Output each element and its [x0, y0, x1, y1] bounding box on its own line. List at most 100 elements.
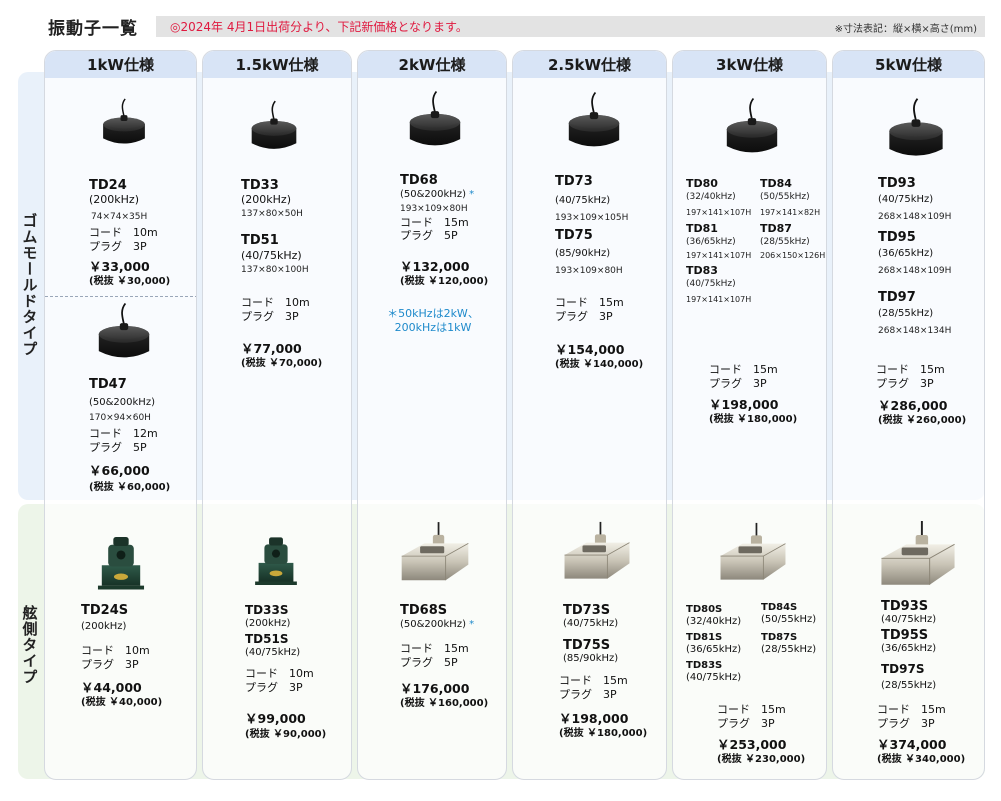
- cord-td24: コード 10m: [89, 226, 158, 239]
- price-3kw-side: ￥253,000: [717, 737, 787, 752]
- freq-td24s: (200kHz): [81, 621, 127, 632]
- column-header-1-5kw: 1.5kW仕様: [203, 51, 351, 78]
- price-1-5kw-side: ￥99,000: [245, 711, 306, 726]
- freq-td33s: (200kHz): [245, 618, 291, 629]
- plug-1-5kw: プラグ 3P: [241, 310, 299, 323]
- model-td81s: TD81S: [686, 632, 723, 643]
- cord-td47: コード 12m: [89, 427, 158, 440]
- plug-2-5kw-side: プラグ 3P: [559, 688, 617, 701]
- freq-td97: (28/55kHz): [878, 308, 934, 319]
- transducer-td93s-image: [880, 521, 956, 586]
- freq-td73s: (40/75kHz): [563, 618, 619, 629]
- freq-td80: (32/40kHz): [686, 192, 736, 202]
- tax-td47: (税抜 ￥60,000): [89, 482, 171, 493]
- model-td75: TD75: [555, 228, 593, 243]
- cord-1-5kw: コード 10m: [241, 296, 310, 309]
- dims-td97: 268×148×134H: [878, 326, 952, 336]
- price-notice: ◎2024年 4月1日出荷分より、下記新価格となります。: [170, 20, 468, 34]
- transducer-td68s-image: [400, 521, 470, 582]
- price-1-5kw: ￥77,000: [241, 341, 302, 356]
- cord-2-5kw: コード 15m: [555, 296, 624, 309]
- plug-td24: プラグ 3P: [89, 240, 147, 253]
- freq-td73: (40/75kHz): [555, 195, 611, 206]
- column-5kw: 5kW仕様 TD93 (40/75kHz) 268×148×109H TD95 …: [832, 50, 985, 780]
- dims-td33: 137×80×50H: [241, 209, 303, 219]
- freq-td95: (36/65kHz): [878, 248, 934, 259]
- tax-3kw-side: (税抜 ￥230,000): [717, 754, 806, 765]
- dims-td81: 197×141×107H: [686, 251, 752, 260]
- page-title: 振動子一覧: [48, 19, 138, 39]
- model-td83s: TD83S: [686, 660, 723, 671]
- model-td24s: TD24S: [81, 603, 129, 618]
- price-3kw: ￥198,000: [709, 397, 779, 412]
- transducer-td73s-image: [563, 521, 631, 580]
- model-td83: TD83: [686, 264, 718, 277]
- cord-td68s: コード 15m: [400, 642, 469, 655]
- transducer-td24s-image: [97, 537, 145, 590]
- dims-td68: 193×109×80H: [400, 204, 468, 214]
- plug-td68s: プラグ 5P: [400, 656, 458, 669]
- dims-td87: 206×150×126H: [760, 251, 826, 260]
- cord-5kw-side: コード 15m: [877, 703, 946, 716]
- freq-td75: (85/90kHz): [555, 248, 611, 259]
- model-td93: TD93: [878, 176, 916, 191]
- row-label-side: 舷側タイプ: [20, 605, 39, 685]
- column-header-2kw: 2kW仕様: [358, 51, 506, 78]
- model-td97: TD97: [878, 290, 916, 305]
- dimension-note: ※寸法表記：縦×横×高さ(mm): [834, 24, 977, 35]
- tax-1-5kw-side: (税抜 ￥90,000): [245, 729, 327, 740]
- plug-3kw-side: プラグ 3P: [717, 717, 775, 730]
- model-td97s: TD97S: [881, 662, 925, 676]
- freq-td81: (36/65kHz): [686, 237, 736, 247]
- model-td47: TD47: [89, 377, 127, 392]
- column-3kw: 3kW仕様 TD80 (32/40kHz) 197×141×107H TD84 …: [672, 50, 827, 780]
- column-1kw: 1kW仕様 TD24 (200kHz) 74×74×35H コード 10m プラ…: [44, 50, 197, 780]
- freq-td97s: (28/55kHz): [881, 680, 937, 691]
- freq-td93: (40/75kHz): [878, 194, 934, 205]
- cord-td24s: コード 10m: [81, 644, 150, 657]
- cord-2-5kw-side: コード 15m: [559, 674, 628, 687]
- asterisk-mark: *: [469, 189, 475, 200]
- freq-td24: (200kHz): [89, 193, 139, 206]
- freq-td84: (50/55kHz): [760, 192, 810, 202]
- model-td81: TD81: [686, 222, 718, 235]
- freq-td47: (50&200kHz): [89, 397, 155, 408]
- plug-td24s: プラグ 3P: [81, 658, 139, 671]
- tax-td68: (税抜 ￥120,000): [400, 276, 489, 287]
- price-td68s: ￥176,000: [400, 681, 470, 696]
- model-td84s: TD84S: [761, 602, 798, 613]
- model-td68: TD68: [400, 173, 438, 188]
- asterisk-mark: *: [469, 619, 475, 630]
- dims-td75: 193×109×80H: [555, 266, 623, 276]
- transducer-td80-image: [725, 97, 779, 154]
- column-header-3kw: 3kW仕様: [673, 51, 826, 78]
- tax-td24: (税抜 ￥30,000): [89, 276, 171, 287]
- freq-td80s: (32/40kHz): [686, 616, 742, 627]
- freq-td68s: (50&200kHz) *: [400, 619, 475, 630]
- freq-td51s: (40/75kHz): [245, 647, 301, 658]
- tax-td24s: (税抜 ￥40,000): [81, 697, 163, 708]
- row-label-rubber: ゴムモールドタイプ: [20, 213, 39, 357]
- transducer-td93-image: [888, 97, 944, 157]
- freq-td81s: (36/65kHz): [686, 644, 742, 655]
- freq-td87: (28/55kHz): [760, 237, 810, 247]
- power-footnote: ＊50kHzは2kW、200kHzは1kW: [387, 307, 479, 334]
- model-td51s: TD51S: [245, 632, 289, 646]
- tax-td68s: (税抜 ￥160,000): [400, 698, 489, 709]
- freq-td33: (200kHz): [241, 193, 291, 206]
- dims-td47: 170×94×60H: [89, 413, 151, 423]
- tax-2-5kw: (税抜 ￥140,000): [555, 359, 644, 370]
- plug-td68: プラグ 5P: [400, 229, 458, 242]
- plug-td47: プラグ 5P: [89, 441, 147, 454]
- transducer-td68-image: [408, 90, 462, 147]
- model-td73s: TD73S: [563, 603, 611, 618]
- freq-td83: (40/75kHz): [686, 279, 736, 289]
- model-td73: TD73: [555, 174, 593, 189]
- cord-5kw: コード 15m: [876, 363, 945, 376]
- divider-dashed: [45, 296, 196, 297]
- model-td84: TD84: [760, 177, 792, 190]
- model-td87s: TD87S: [761, 632, 798, 643]
- price-td24s: ￥44,000: [81, 680, 142, 695]
- tax-3kw: (税抜 ￥180,000): [709, 414, 798, 425]
- model-td51: TD51: [241, 233, 279, 248]
